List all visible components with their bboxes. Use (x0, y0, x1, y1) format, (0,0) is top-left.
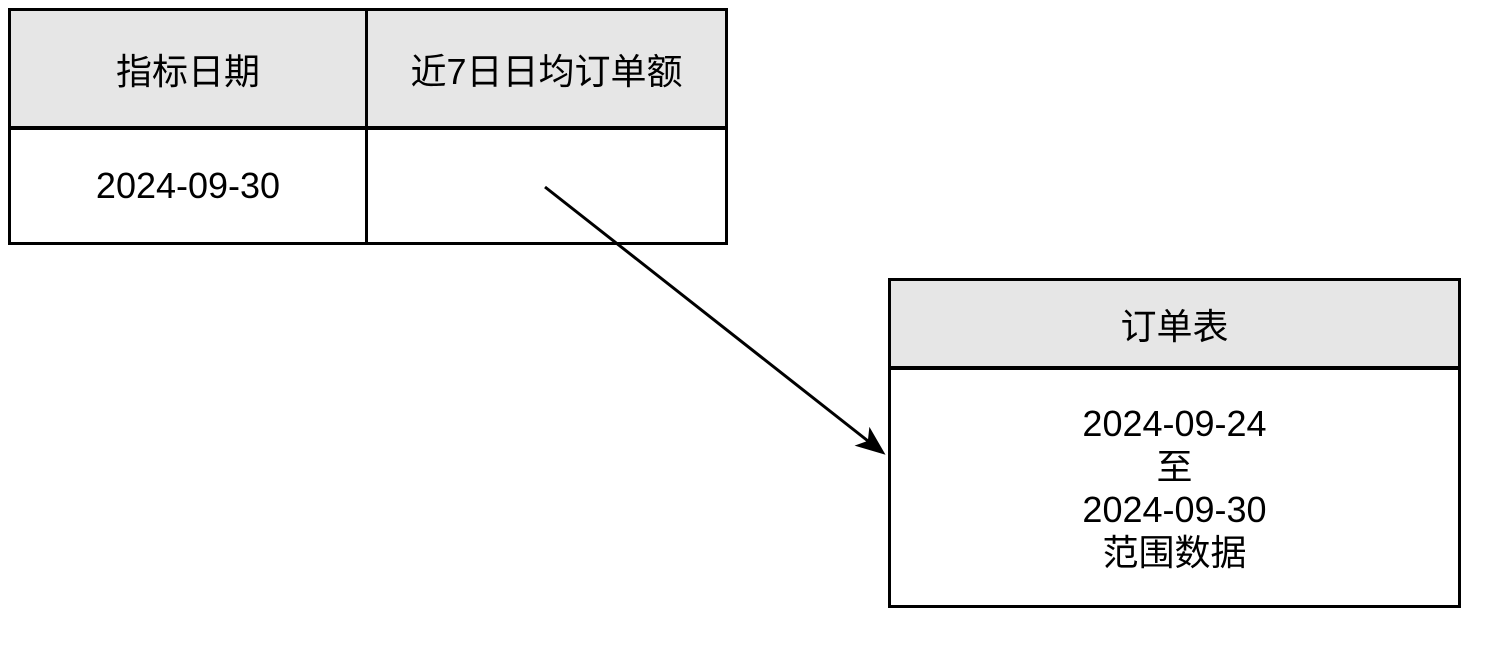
range-start-date: 2024-09-24 (1082, 402, 1267, 444)
metric-table-header-avg-order-amount: 近7日日均订单额 (410, 50, 683, 92)
order-table-node: 订单表 2024-09-24 至 2024-09-30 范围数据 (888, 278, 1461, 608)
range-to-label: 至 (1156, 445, 1193, 487)
metric-table-header-row: 指标日期 近7日日均订单额 (11, 11, 725, 130)
metric-table-cell-avg-order-amount (368, 130, 725, 242)
metric-table-cell-date: 2024-09-30 (11, 130, 368, 242)
range-data-label: 范围数据 (1102, 531, 1247, 573)
metric-table-node: 指标日期 近7日日均订单额 2024-09-30 (8, 8, 728, 245)
order-table-range-text: 2024-09-24 至 2024-09-30 范围数据 (891, 370, 1458, 605)
order-table-title: 订单表 (891, 281, 1458, 370)
range-end-date: 2024-09-30 (1082, 488, 1267, 530)
metric-table-header-date: 指标日期 (11, 11, 368, 126)
metric-table-value-row: 2024-09-30 (11, 130, 725, 242)
